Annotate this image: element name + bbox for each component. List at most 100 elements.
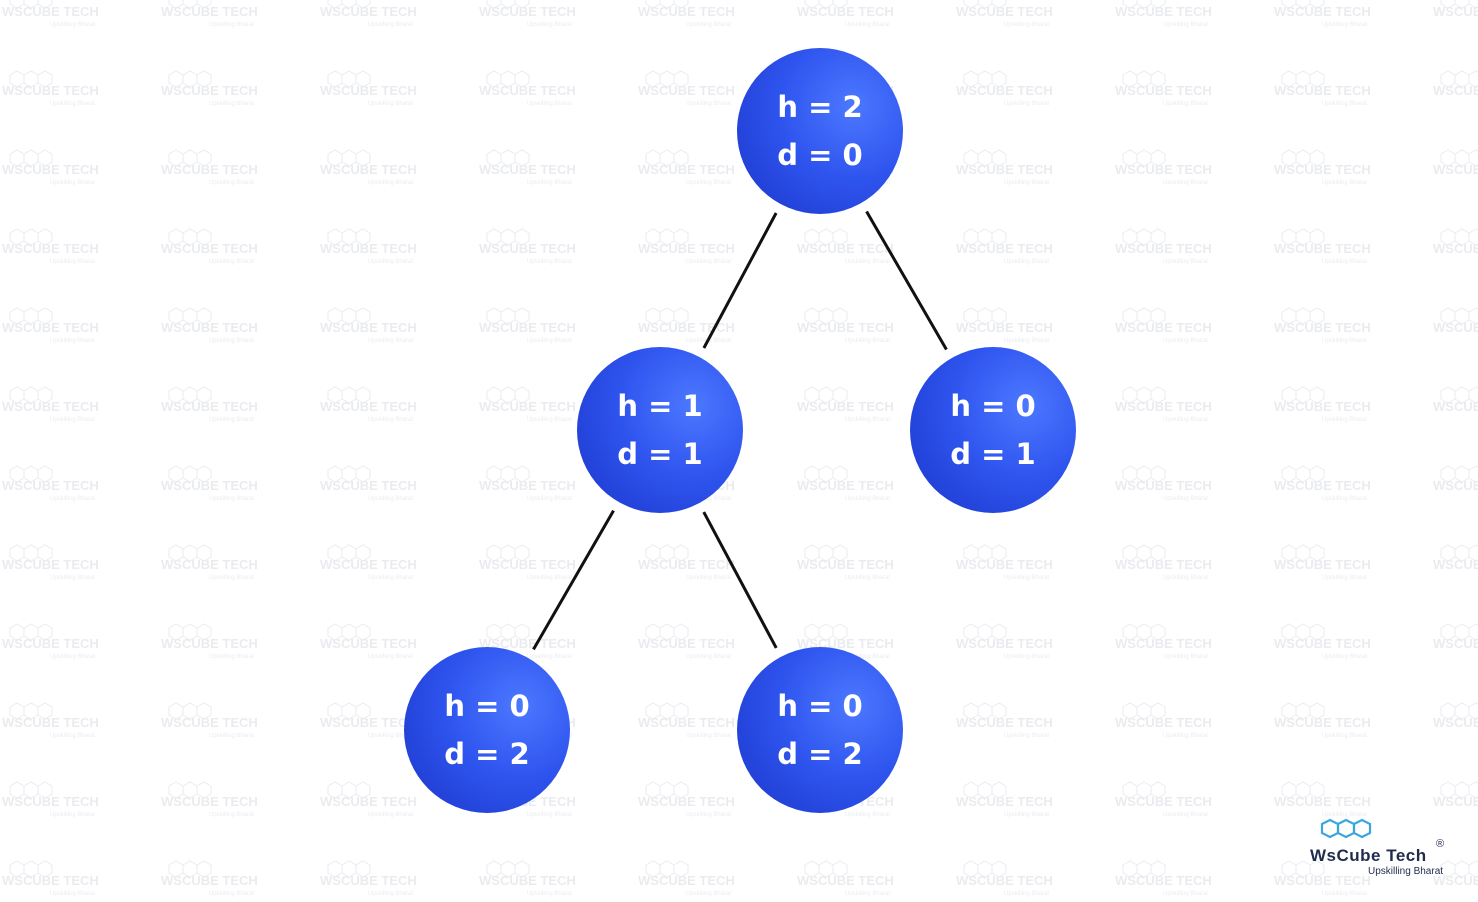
node-depth-label: d = 2 — [777, 737, 863, 771]
svg-text:Upskilling Bharat: Upskilling Bharat — [1163, 101, 1208, 107]
tree-edge-root-to-right — [865, 210, 948, 351]
svg-text:Upskilling Bharat: Upskilling Bharat — [1004, 654, 1049, 660]
svg-text:WSCUBE TECH: WSCUBE TECH — [320, 794, 417, 809]
brand-logo: WsCube Tech ® Upskilling Bharat — [1300, 818, 1450, 880]
svg-text:Upskilling Bharat: Upskilling Bharat — [1322, 22, 1367, 28]
svg-text:WSCUBE TECH: WSCUBE TECH — [320, 162, 417, 177]
svg-text:Upskilling Bharat: Upskilling Bharat — [368, 654, 413, 660]
hexagon-logo-icon — [1320, 818, 1372, 839]
svg-text:WSCUBE TECH: WSCUBE TECH — [320, 4, 417, 19]
svg-text:WSCUBE TECH: WSCUBE TECH — [1115, 162, 1212, 177]
svg-text:WSCUBE TECH: WSCUBE TECH — [2, 636, 99, 651]
svg-text:WSCUBE TECH: WSCUBE TECH — [479, 162, 576, 177]
svg-text:WSCUBE TECH: WSCUBE TECH — [1115, 636, 1212, 651]
svg-text:Upskilling Bharat: Upskilling Bharat — [50, 22, 95, 28]
svg-text:Upskilling Bharat: Upskilling Bharat — [368, 812, 413, 818]
svg-text:Upskilling Bharat: Upskilling Bharat — [368, 22, 413, 28]
svg-text:WSCUBE TECH: WSCUBE TECH — [797, 399, 894, 414]
node-depth-label: d = 2 — [444, 737, 530, 771]
svg-text:Upskilling Bharat: Upskilling Bharat — [845, 575, 890, 581]
svg-text:WSCUBE TECH: WSCUBE TECH — [1433, 636, 1478, 651]
node-height-label: h = 0 — [777, 689, 863, 723]
watermark-tile: WSCUBE TECH Upskilling Bharat — [1115, 623, 1212, 660]
svg-text:Upskilling Bharat: Upskilling Bharat — [368, 259, 413, 265]
svg-text:Upskilling Bharat: Upskilling Bharat — [368, 575, 413, 581]
svg-text:Upskilling Bharat: Upskilling Bharat — [1322, 338, 1367, 344]
svg-text:WSCUBE TECH: WSCUBE TECH — [1115, 320, 1212, 335]
svg-text:Upskilling Bharat: Upskilling Bharat — [527, 575, 572, 581]
svg-text:WSCUBE TECH: WSCUBE TECH — [1274, 478, 1371, 493]
svg-text:Upskilling Bharat: Upskilling Bharat — [845, 417, 890, 423]
svg-text:WSCUBE TECH: WSCUBE TECH — [2, 873, 99, 888]
svg-text:WSCUBE TECH: WSCUBE TECH — [479, 636, 576, 651]
svg-text:WSCUBE TECH: WSCUBE TECH — [1433, 83, 1478, 98]
svg-text:WSCUBE TECH: WSCUBE TECH — [161, 636, 258, 651]
svg-text:WSCUBE TECH: WSCUBE TECH — [638, 794, 735, 809]
tree-node-left-left: h = 0 d = 2 — [404, 647, 570, 813]
svg-text:Upskilling Bharat: Upskilling Bharat — [1004, 891, 1049, 897]
svg-text:WSCUBE TECH: WSCUBE TECH — [1274, 162, 1371, 177]
svg-text:WSCUBE TECH: WSCUBE TECH — [1433, 478, 1478, 493]
svg-text:Upskilling Bharat: Upskilling Bharat — [1163, 654, 1208, 660]
svg-text:Upskilling Bharat: Upskilling Bharat — [1004, 812, 1049, 818]
svg-text:Upskilling Bharat: Upskilling Bharat — [1322, 417, 1367, 423]
svg-text:Upskilling Bharat: Upskilling Bharat — [209, 338, 254, 344]
svg-text:Upskilling Bharat: Upskilling Bharat — [50, 259, 95, 265]
svg-text:Upskilling Bharat: Upskilling Bharat — [209, 891, 254, 897]
watermark-tile: WSCUBE TECH Upskilling Bharat — [320, 149, 417, 186]
svg-text:WSCUBE TECH: WSCUBE TECH — [2, 794, 99, 809]
svg-text:WSCUBE TECH: WSCUBE TECH — [320, 715, 417, 730]
svg-text:WSCUBE TECH: WSCUBE TECH — [161, 873, 258, 888]
svg-text:Upskilling Bharat: Upskilling Bharat — [686, 733, 731, 739]
svg-text:Upskilling Bharat: Upskilling Bharat — [368, 496, 413, 502]
tree-edge-left-to-left-right — [702, 511, 778, 649]
watermark-tile: WSCUBE TECH Upskilling Bharat — [320, 228, 417, 265]
svg-text:WSCUBE TECH: WSCUBE TECH — [2, 320, 99, 335]
node-height-label: h = 1 — [617, 389, 703, 423]
svg-text:WSCUBE TECH: WSCUBE TECH — [638, 557, 735, 572]
svg-text:WSCUBE TECH: WSCUBE TECH — [320, 83, 417, 98]
svg-text:WSCUBE TECH: WSCUBE TECH — [797, 241, 894, 256]
svg-text:Upskilling Bharat: Upskilling Bharat — [1004, 180, 1049, 186]
svg-text:WSCUBE TECH: WSCUBE TECH — [320, 241, 417, 256]
svg-text:WSCUBE TECH: WSCUBE TECH — [1115, 83, 1212, 98]
svg-text:WSCUBE TECH: WSCUBE TECH — [638, 320, 735, 335]
svg-text:Upskilling Bharat: Upskilling Bharat — [368, 180, 413, 186]
svg-text:WSCUBE TECH: WSCUBE TECH — [1274, 399, 1371, 414]
svg-text:WSCUBE TECH: WSCUBE TECH — [1433, 320, 1478, 335]
svg-text:Upskilling Bharat: Upskilling Bharat — [1163, 417, 1208, 423]
svg-text:Upskilling Bharat: Upskilling Bharat — [1004, 575, 1049, 581]
